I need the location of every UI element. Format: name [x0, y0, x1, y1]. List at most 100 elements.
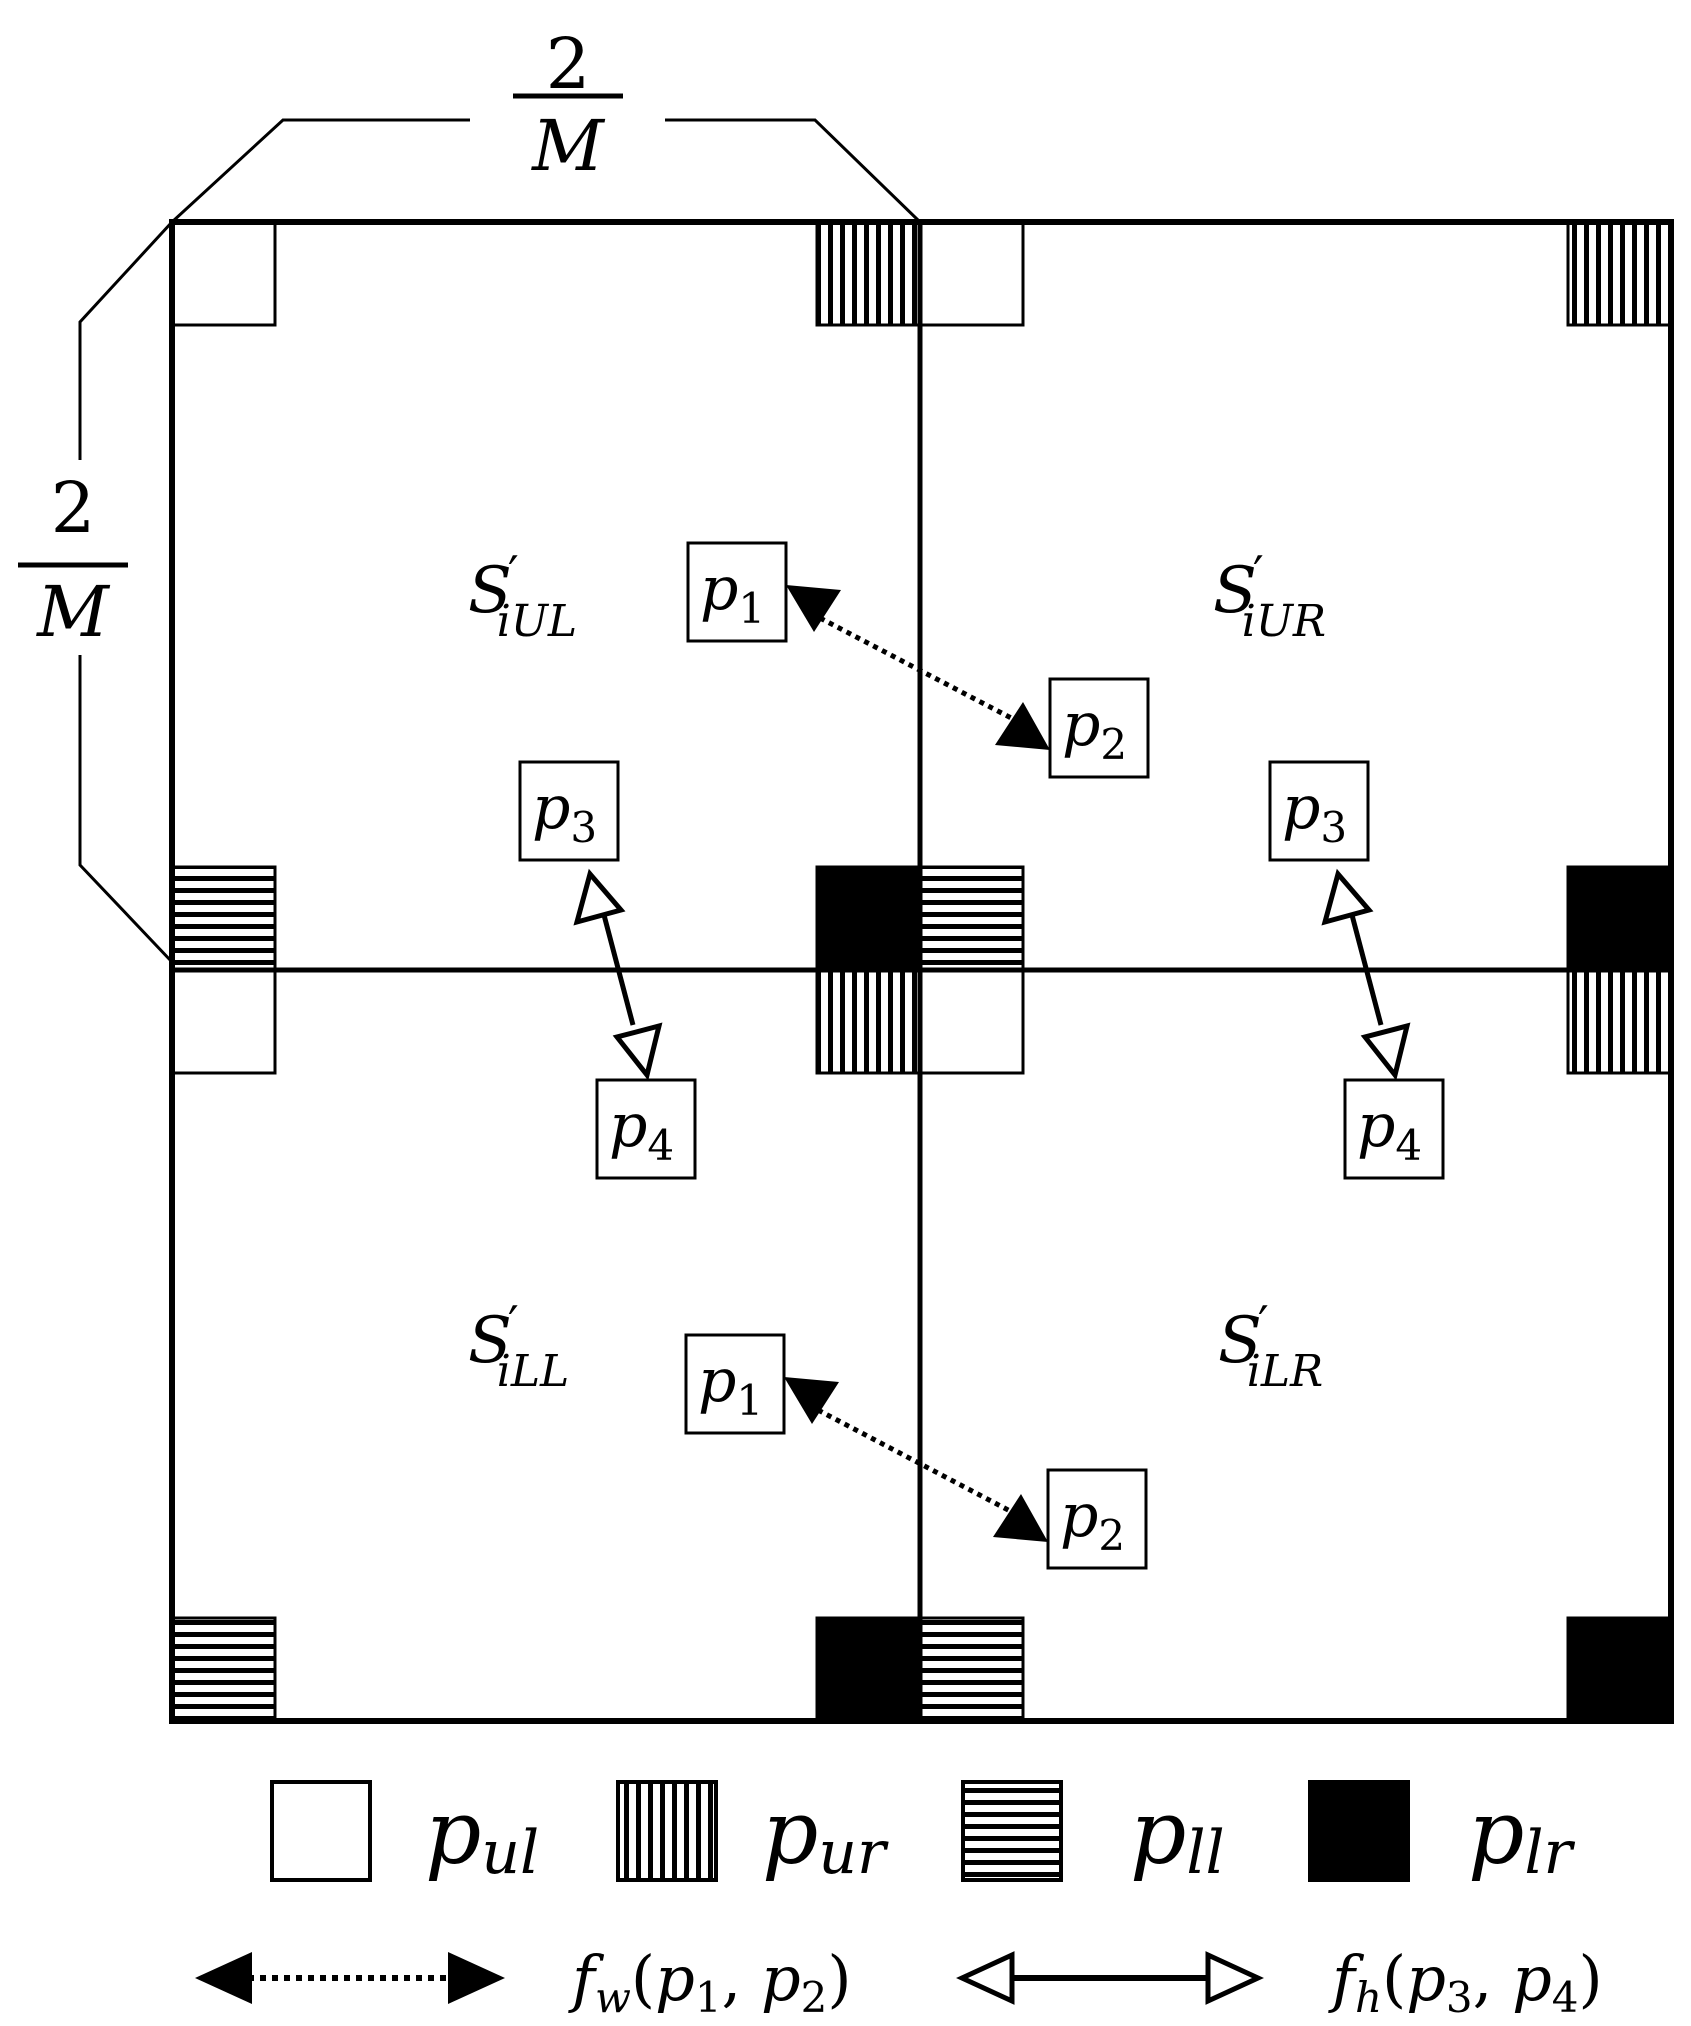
legend-fw-arrowhead: [195, 1952, 252, 2004]
point-label-sub: 3: [570, 803, 597, 852]
legend-label-main: p: [762, 1781, 818, 1884]
svg-text:S′iUR: S′iUR: [1213, 546, 1326, 647]
fw-arrowhead: [786, 585, 841, 632]
corner-lr-marker: [1566, 1616, 1673, 1723]
fw-arrowhead: [993, 1494, 1048, 1542]
corner-ul-marker: [918, 220, 1025, 327]
subsquare-label-ll: S′iLL: [468, 1296, 569, 1397]
corner-ur-marker: [815, 968, 922, 1075]
point-label-main: p: [1282, 773, 1320, 843]
legend-label-sub: ll: [1186, 1818, 1224, 1888]
legend-arg-sub: 4: [1552, 1973, 1579, 2022]
corner-ul-marker: [170, 968, 277, 1075]
point-p4-lr: p4: [1343, 1078, 1445, 1180]
legend-fn-sub: w: [595, 1973, 631, 2022]
point-p4-ll: p4: [595, 1078, 697, 1180]
subsquare-label-prime: ′: [508, 1296, 519, 1352]
point-label-sub: 2: [1098, 1511, 1125, 1560]
legend-label-main: p: [1130, 1781, 1186, 1884]
legend-item-plr: plr: [1308, 1780, 1576, 1888]
subsquare-label-sub: iUR: [1242, 596, 1326, 647]
fh-arrowhead: [612, 1022, 663, 1081]
point-label-sub: 3: [1320, 803, 1347, 852]
legend-label-sub: ul: [481, 1818, 539, 1888]
point-label-main: p: [1062, 690, 1100, 760]
legend-arg-sub: 2: [801, 1973, 828, 2022]
fh-arrowhead: [573, 868, 626, 926]
point-label-sub: 1: [738, 584, 765, 633]
corner-ll-marker: [170, 1616, 277, 1723]
point-p2-lower: p2: [1046, 1468, 1148, 1570]
fw-arrowhead: [995, 702, 1050, 750]
svg-text:pur: pur: [762, 1781, 889, 1888]
point-box: [518, 760, 620, 862]
fw-arrow-shaft: [816, 1407, 1014, 1515]
fw-arrow-shaft: [818, 615, 1017, 723]
point-box: [1343, 1078, 1445, 1180]
subsquare-label-sub: iLR: [1247, 1346, 1323, 1397]
subsquare-label-main: S: [468, 1304, 512, 1378]
legend-label-sub: lr: [1524, 1818, 1575, 1888]
svg-text:p3: p3: [532, 773, 597, 852]
svg-text:p1: p1: [700, 554, 765, 633]
legend-item-pul: pul: [270, 1780, 539, 1888]
legend-item-pll: pll: [961, 1780, 1225, 1888]
legend-fw-arrowhead: [448, 1952, 505, 2004]
fh-arrow-shaft: [1349, 914, 1384, 1026]
point-label-main: p: [698, 1346, 736, 1416]
svg-text:p2: p2: [1062, 690, 1127, 769]
legend-label-main: p: [1468, 1781, 1524, 1884]
fw-arrowhead: [784, 1377, 839, 1424]
corner-ll-marker: [170, 865, 277, 972]
corner-lr-marker: [1566, 865, 1673, 972]
legend-arg: p: [655, 1942, 695, 2015]
svg-text:S′iLR: S′iLR: [1218, 1296, 1323, 1397]
point-box: [595, 1078, 697, 1180]
point-p2-upper: p2: [1048, 677, 1150, 779]
svg-text:p2: p2: [1060, 1481, 1125, 1560]
subsquare-label-sub: iUL: [497, 596, 577, 647]
point-p3-ul: p3: [518, 760, 620, 862]
svg-text:p1: p1: [698, 1346, 763, 1425]
legend-arg: p: [1512, 1942, 1552, 2015]
legend-arg-sub: 1: [695, 1973, 722, 2022]
svg-text:p3: p3: [1282, 773, 1347, 852]
legend-label-sub: ur: [818, 1818, 889, 1888]
corner-ur-marker: [1566, 968, 1673, 1075]
width-bracket: [170, 118, 470, 224]
subsquare-label-main: S: [1218, 1304, 1262, 1378]
fh-arrow-left: [573, 868, 663, 1081]
legend-swatch-vertical-stripes: [616, 1780, 718, 1882]
subsquare-label-ur: S′iUR: [1213, 546, 1326, 647]
height-bracket: [78, 655, 174, 964]
point-label-main: p: [1357, 1091, 1395, 1161]
width-denominator: M: [530, 105, 606, 187]
fh-arrow-shaft: [601, 914, 636, 1026]
legend-swatch-horizontal-stripes: [961, 1780, 1063, 1882]
point-label-sub: 4: [647, 1121, 674, 1170]
height-bracket: [78, 220, 174, 460]
svg-text:pul: pul: [425, 1781, 539, 1888]
legend-item-fh: fh(p3, p4): [956, 1942, 1603, 2022]
width-bracket: [665, 118, 922, 224]
legend-swatch-solid-black: [1308, 1780, 1410, 1882]
point-label-sub: 4: [1395, 1121, 1422, 1170]
legend-item-pur: pur: [616, 1780, 889, 1888]
point-box: [686, 541, 788, 643]
point-label-main: p: [609, 1091, 647, 1161]
corner-lr-marker: [815, 1616, 922, 1723]
corner-ll-marker: [918, 865, 1025, 972]
corner-ul-marker: [170, 220, 277, 327]
subsquare-label-prime: ′: [508, 546, 519, 602]
fh-arrow-right: [1321, 868, 1411, 1081]
subsquare-label-lr: S′iLR: [1218, 1296, 1323, 1397]
corner-ur-marker: [1566, 220, 1673, 327]
subsquare-label-ul: S′iUL: [468, 546, 577, 647]
legend-arg: p: [1406, 1942, 1446, 2015]
legend-arg: p: [761, 1942, 801, 2015]
point-label-main: p: [532, 773, 570, 843]
width-dimension: 2 M: [170, 23, 922, 224]
point-box: [684, 1333, 786, 1435]
width-numerator: 2: [546, 23, 591, 105]
height-dimension: 2 M: [18, 220, 174, 964]
